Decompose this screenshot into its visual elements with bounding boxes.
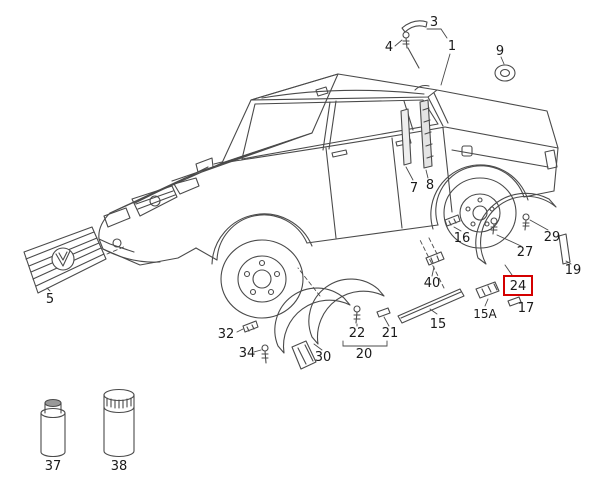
clip-part-40: [425, 251, 445, 266]
canister-38: [103, 388, 135, 458]
clip-part-17: [507, 296, 522, 307]
part-label-3: 3: [430, 15, 438, 30]
rear-arch: [435, 165, 525, 226]
part-label-15A: 15A: [473, 307, 497, 321]
bed-rail-near: [444, 126, 559, 149]
roof-outline: [250, 73, 438, 101]
strip-part-15: [397, 288, 465, 324]
mirror: [195, 157, 214, 173]
headlight-far: [173, 177, 200, 195]
part-label-5: 5: [46, 292, 54, 307]
rocker: [306, 224, 439, 244]
part-label-34: 34: [239, 346, 256, 361]
screw-icon: [522, 213, 530, 221]
emblem: [149, 195, 161, 207]
door-handle: [331, 149, 348, 158]
part-label-7: 7: [410, 181, 418, 196]
part-label-24[interactable]: 24: [510, 279, 527, 294]
screw-icon: [402, 31, 410, 39]
part-label-1: 1: [448, 39, 456, 54]
front-arch: [216, 214, 308, 261]
canister-37: [40, 398, 66, 458]
part-label-9: 9: [496, 44, 504, 59]
part-label-15: 15: [430, 317, 447, 332]
part-label-16: 16: [454, 231, 471, 246]
part-label-21: 21: [382, 326, 399, 341]
leader-lines: [46, 28, 572, 353]
antenna-part: [401, 20, 428, 33]
clip-part-16: [444, 214, 461, 227]
strip-part-19: [558, 233, 571, 265]
exploded-parts: [23, 20, 571, 458]
mirror-far: [315, 86, 329, 97]
part-label-22: 22: [349, 326, 366, 341]
part-label-37: 37: [45, 459, 62, 474]
mud-flap: [291, 340, 317, 370]
hood: [109, 132, 313, 214]
part-label-4: 4: [385, 40, 393, 55]
truck-illustration: [98, 73, 559, 319]
windshield: [221, 73, 339, 164]
fog-light: [112, 238, 122, 248]
arch-trim-part: [475, 192, 557, 265]
part-label-27: 27: [517, 245, 534, 260]
bed-rail-far: [436, 89, 559, 149]
grommet-part: [494, 64, 516, 82]
part-label-17: 17: [518, 301, 535, 316]
side-glass: [241, 99, 439, 160]
part-labels: 3 1 4 9 7 8 16 27 29 19 24 15A 15 40 17 …: [45, 15, 582, 474]
headlight-near: [103, 207, 131, 228]
clip-part-21: [376, 307, 391, 318]
screw-icon: [490, 217, 498, 225]
tailgate-edge: [553, 147, 559, 192]
roof-channel: [261, 89, 425, 99]
highlight-box: [503, 275, 533, 296]
flare-part-20: [308, 278, 385, 345]
front-bumper: [98, 212, 197, 266]
grille-part: [23, 226, 107, 294]
part-label-29: 29: [544, 230, 561, 245]
rear-wheel: [443, 177, 517, 249]
pad-part-15A: [475, 281, 500, 299]
tail-lamp: [544, 149, 558, 170]
part-label-40: 40: [424, 276, 441, 291]
screw-icon: [261, 344, 269, 352]
part-label-32: 32: [218, 327, 235, 342]
roof-antenna-bump: [414, 84, 430, 91]
truck-grille: [131, 185, 178, 217]
part-label-19: 19: [565, 263, 582, 278]
part-label-38: 38: [111, 459, 128, 474]
fuel-cap: [461, 145, 473, 157]
beltline: [221, 126, 446, 164]
screw-icon: [353, 305, 361, 313]
part-label-20: 20: [356, 347, 373, 362]
part-label-8: 8: [426, 178, 434, 193]
part-label-30: 30: [315, 350, 332, 365]
clip-part-32: [242, 320, 259, 333]
front-wheel: [220, 239, 304, 319]
pillar-trim-7: [400, 108, 412, 166]
